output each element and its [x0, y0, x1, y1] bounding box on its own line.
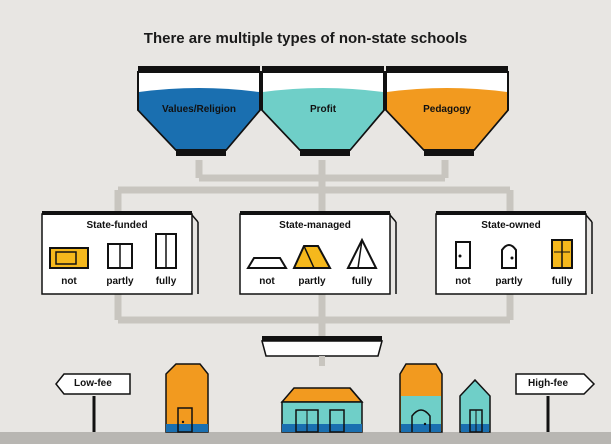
owned-partly-icon [501, 244, 517, 269]
box-title-state-funded: State-funded [86, 220, 148, 231]
high-fee-label: High-fee [528, 378, 568, 389]
funded-option-fully: fully [155, 276, 177, 287]
funded-not-icon [49, 247, 89, 269]
school-wide [280, 387, 364, 433]
managed-option-fully: fully [351, 276, 373, 287]
hopper-label-values-religion: Values/Religion [162, 104, 236, 115]
managed-fully-icon [346, 237, 378, 269]
box-title-state-owned: State-owned [481, 220, 541, 231]
funded-partly-icon [107, 243, 133, 269]
managed-option-partly: partly [298, 276, 326, 287]
low-fee-sign [55, 373, 131, 432]
hopper-pedagogy [385, 66, 509, 156]
pipes [114, 160, 514, 338]
ground [0, 432, 611, 444]
funded-option-partly: partly [106, 276, 134, 287]
managed-not-icon [246, 257, 288, 269]
owned-fully-icon [551, 239, 573, 269]
managed-partly-icon [292, 245, 332, 269]
owned-option-not: not [455, 276, 471, 287]
low-fee-label: Low-fee [74, 378, 112, 389]
school-arched [399, 363, 443, 433]
box-title-state-managed: State-managed [279, 220, 351, 231]
hopper-values-religion [137, 66, 261, 156]
high-fee-sign [515, 373, 596, 432]
hopper-profit [261, 66, 385, 156]
funded-option-not: not [61, 276, 77, 287]
owned-not-icon [455, 241, 471, 269]
funded-fully-icon [155, 233, 177, 269]
managed-option-not: not [259, 276, 275, 287]
hopper-label-profit: Profit [309, 104, 337, 115]
school-tall-orange [165, 363, 209, 433]
owned-option-fully: fully [551, 276, 573, 287]
school-pointed [459, 378, 491, 433]
output-funnel [261, 336, 383, 366]
owned-option-partly: partly [495, 276, 523, 287]
hopper-label-pedagogy: Pedagogy [423, 104, 471, 115]
diagram-title: There are multiple types of non-state sc… [143, 30, 468, 47]
